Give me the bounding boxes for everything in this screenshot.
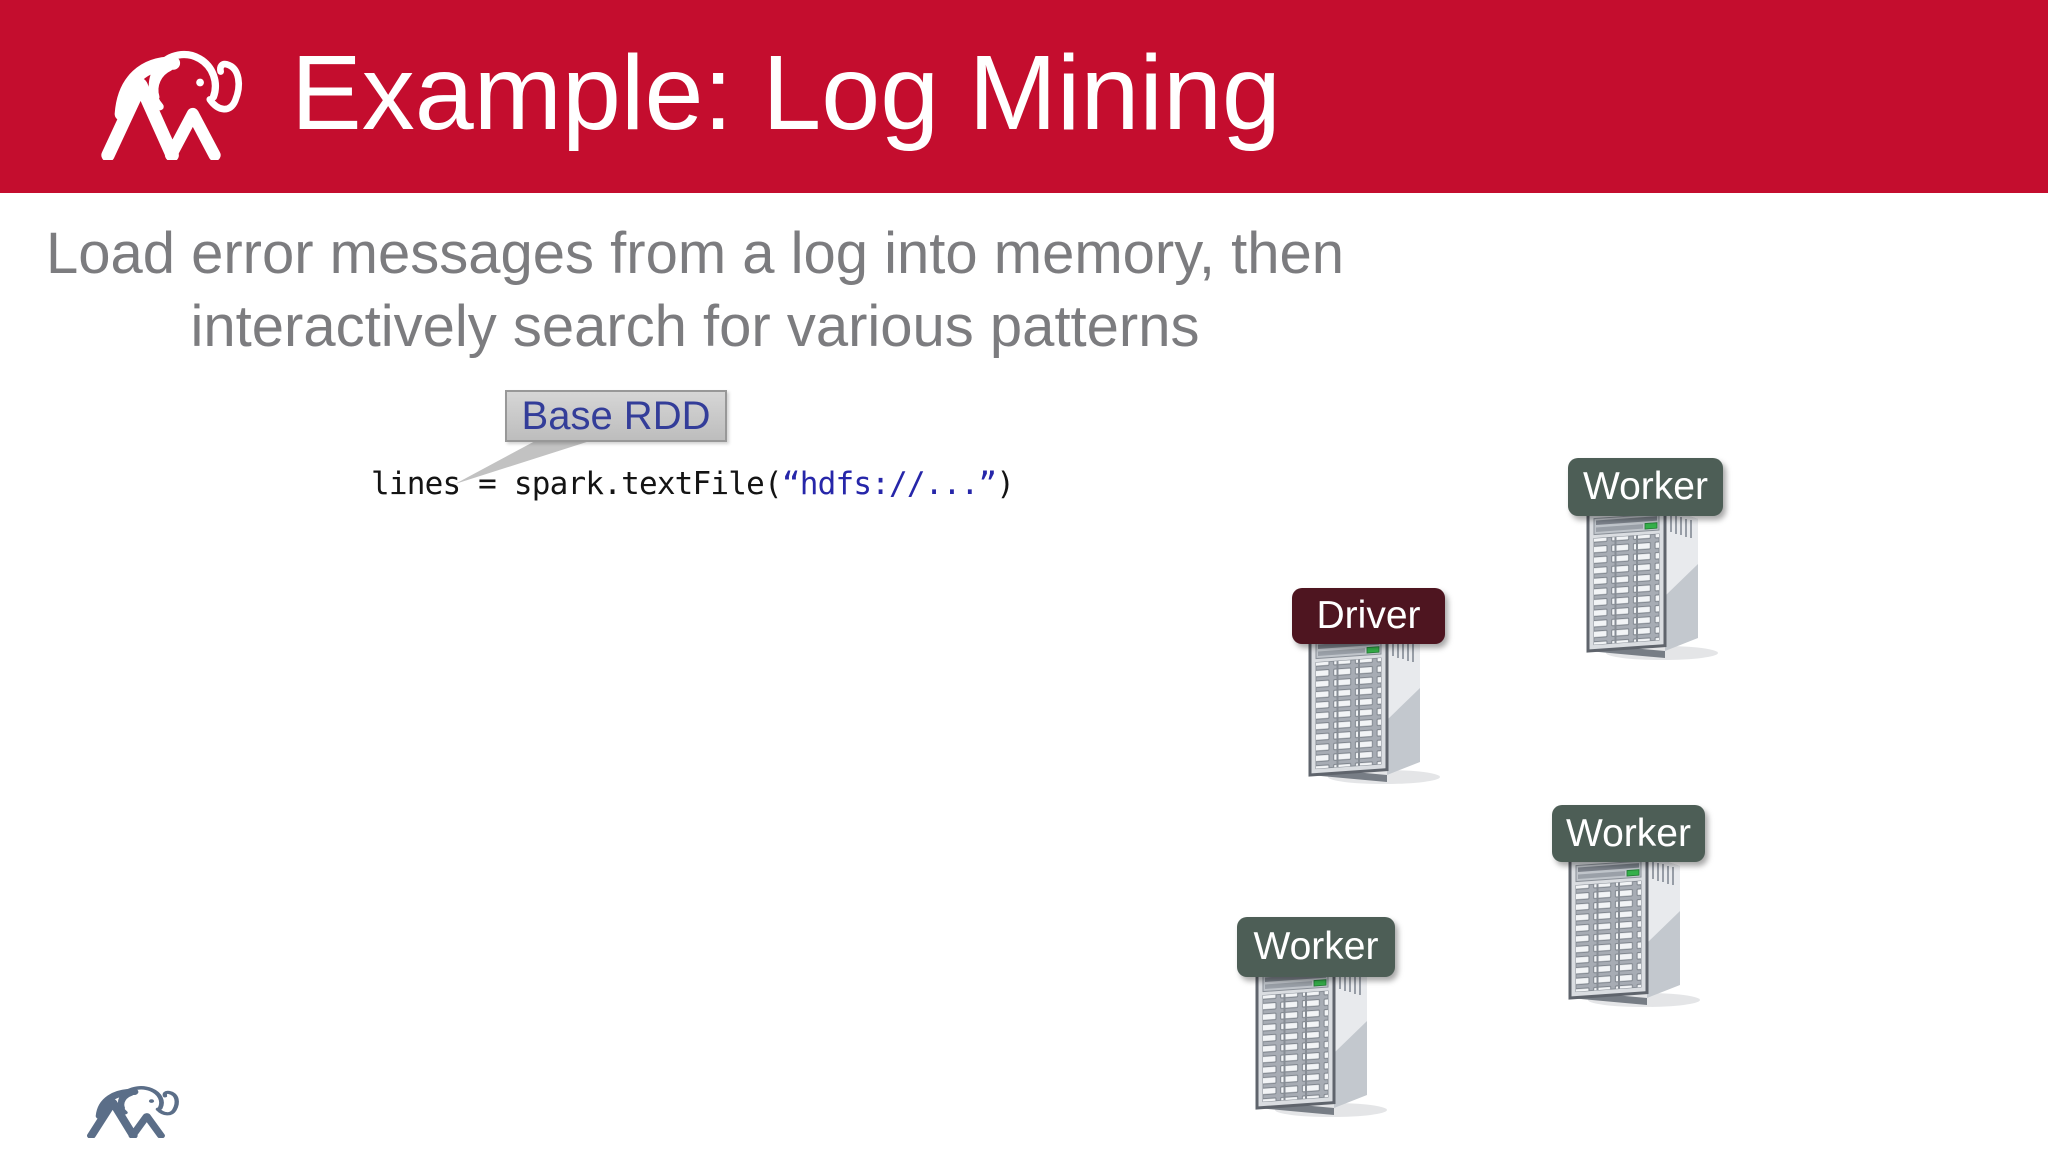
driver-node: Driver (1285, 580, 1525, 810)
server-icon (1239, 957, 1389, 1119)
server-icon (1552, 847, 1702, 1009)
code-post: ) (996, 466, 1015, 502)
header-bar: Example: Log Mining (0, 0, 2048, 193)
code-line: lines = spark.textFile(“hdfs://...”) (371, 466, 1015, 502)
code-pre: lines = spark.textFile( (371, 466, 783, 502)
subtitle: Load error messages from a log into memo… (25, 217, 1365, 363)
code-string-literal: “hdfs://...” (781, 466, 997, 502)
driver-badge: Driver (1292, 588, 1445, 644)
elephant-footer-icon (85, 1078, 180, 1138)
callout-label: Base RDD (521, 393, 711, 438)
subtitle-line-1: Load error messages from a log into memo… (45, 221, 1345, 286)
subtitle-line-2: interactively search for various pattern… (190, 294, 1200, 359)
worker-badge: Worker (1552, 805, 1705, 862)
callout-tail (455, 440, 593, 484)
worker-node-bottom-center: Worker (1230, 910, 1470, 1140)
server-icon (1292, 624, 1442, 786)
elephant-logo-icon (95, 34, 247, 160)
worker-node-top-right: Worker (1560, 450, 1800, 680)
worker-node-middle-right: Worker (1545, 798, 1785, 1028)
worker-badge: Worker (1237, 917, 1395, 977)
server-icon (1570, 500, 1720, 662)
base-rdd-callout: Base RDD (505, 390, 727, 442)
slide-title: Example: Log Mining (291, 33, 1281, 152)
worker-badge: Worker (1568, 458, 1723, 516)
